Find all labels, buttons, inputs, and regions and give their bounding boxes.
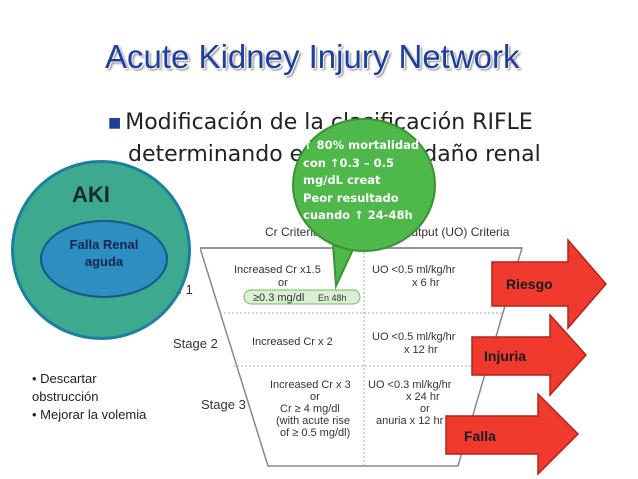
stage1-cr-line1: Increased Cr x1.5 [234,264,321,276]
stage1-cr-line3: ≥0.3 mg/dl [253,292,304,304]
stage1-note: En 48h [318,293,347,303]
header-cr: Cr Criteria [265,225,320,239]
arrow-riesgo-shape [491,238,607,331]
bullet-square-icon: ■ [108,114,122,131]
callout-line-5: cuando ↑ 24-48h [303,208,413,222]
stage3-label: Stage 3 [201,397,246,412]
arrow-falla-label: Falla [464,428,496,444]
callout-line-3: mg/dL creat [303,173,381,187]
stage3-cr-line2: or [310,391,320,403]
stage3-cr-line5: of ≥ 0.5 mg/dl) [280,427,350,439]
stage2-uo-line2: x 12 hr [404,344,438,356]
arrow-falla-shape [445,392,580,476]
note-1-line-2: obstrucción [32,389,99,404]
stage2-uo-line1: UO <0.5 ml/kg/hr [372,331,456,343]
stage3-cr-line4: (with acute rise [276,415,350,427]
callout-bubble [292,118,436,252]
slide-title: Acute Kidney Injury Network [105,38,520,75]
callout-line-4: Peor resultado [303,190,399,205]
arrow-falla: Falla [445,392,580,476]
arrow-riesgo-label: Riesgo [506,276,553,292]
note-1-text: Descartar [40,371,97,386]
aki-inner-line-1: Falla Renal [69,237,139,252]
aki-inner-line-2: aguda [84,254,124,269]
stage3-uo-line2: x 24 hr [406,391,440,403]
note-1-line-1: • Descartar [32,371,97,386]
aki-stage-funnel: Cr Criteria Urine Output (UO) Criteria I… [200,225,524,467]
stage2-label: Stage 2 [173,336,218,351]
arrow-injuria-label: Injuria [484,348,526,364]
arrow-injuria-shape [471,313,588,397]
stage3-cr-line1: Increased Cr x 3 [270,379,351,391]
stage3-uo-line1: UO <0.3 ml/kg/hr [368,379,452,391]
stage1-uo-line2: x 6 hr [412,277,440,289]
aki-inner-circle [40,220,168,298]
arrow-riesgo: Riesgo [491,238,607,331]
callout-text: ↑ 80% mortalidad con ↑0.3 – 0.5 mg/dL cr… [303,137,431,225]
callout-line-2: con ↑0.3 – 0.5 [303,155,395,170]
aki-label: AKI [72,182,110,207]
stage1-uo-line1: UO <0.5 ml/kg/hr [372,264,456,276]
stage3-uo-line3: or [420,403,430,415]
callout-line-1: ↑ 80% mortalidad [303,138,420,152]
stage3-uo-line4: anuria x 12 hr [376,415,444,427]
aki-inner-text: Falla Renal aguda [50,236,158,270]
stage1-highlight [243,289,361,305]
side-notes: • Descartar obstrucción • Mejorar la vol… [32,370,146,424]
note-2: • Mejorar la volemia [32,407,147,422]
stage1-cr-line2: or [278,277,288,289]
stage3-cr-line3: Cr ≥ 4 mg/dl [280,403,340,415]
note-2-text: Mejorar la volemia [40,407,147,422]
arrow-injuria: Injuria [471,313,588,397]
stage2-cr: Increased Cr x 2 [252,336,333,348]
